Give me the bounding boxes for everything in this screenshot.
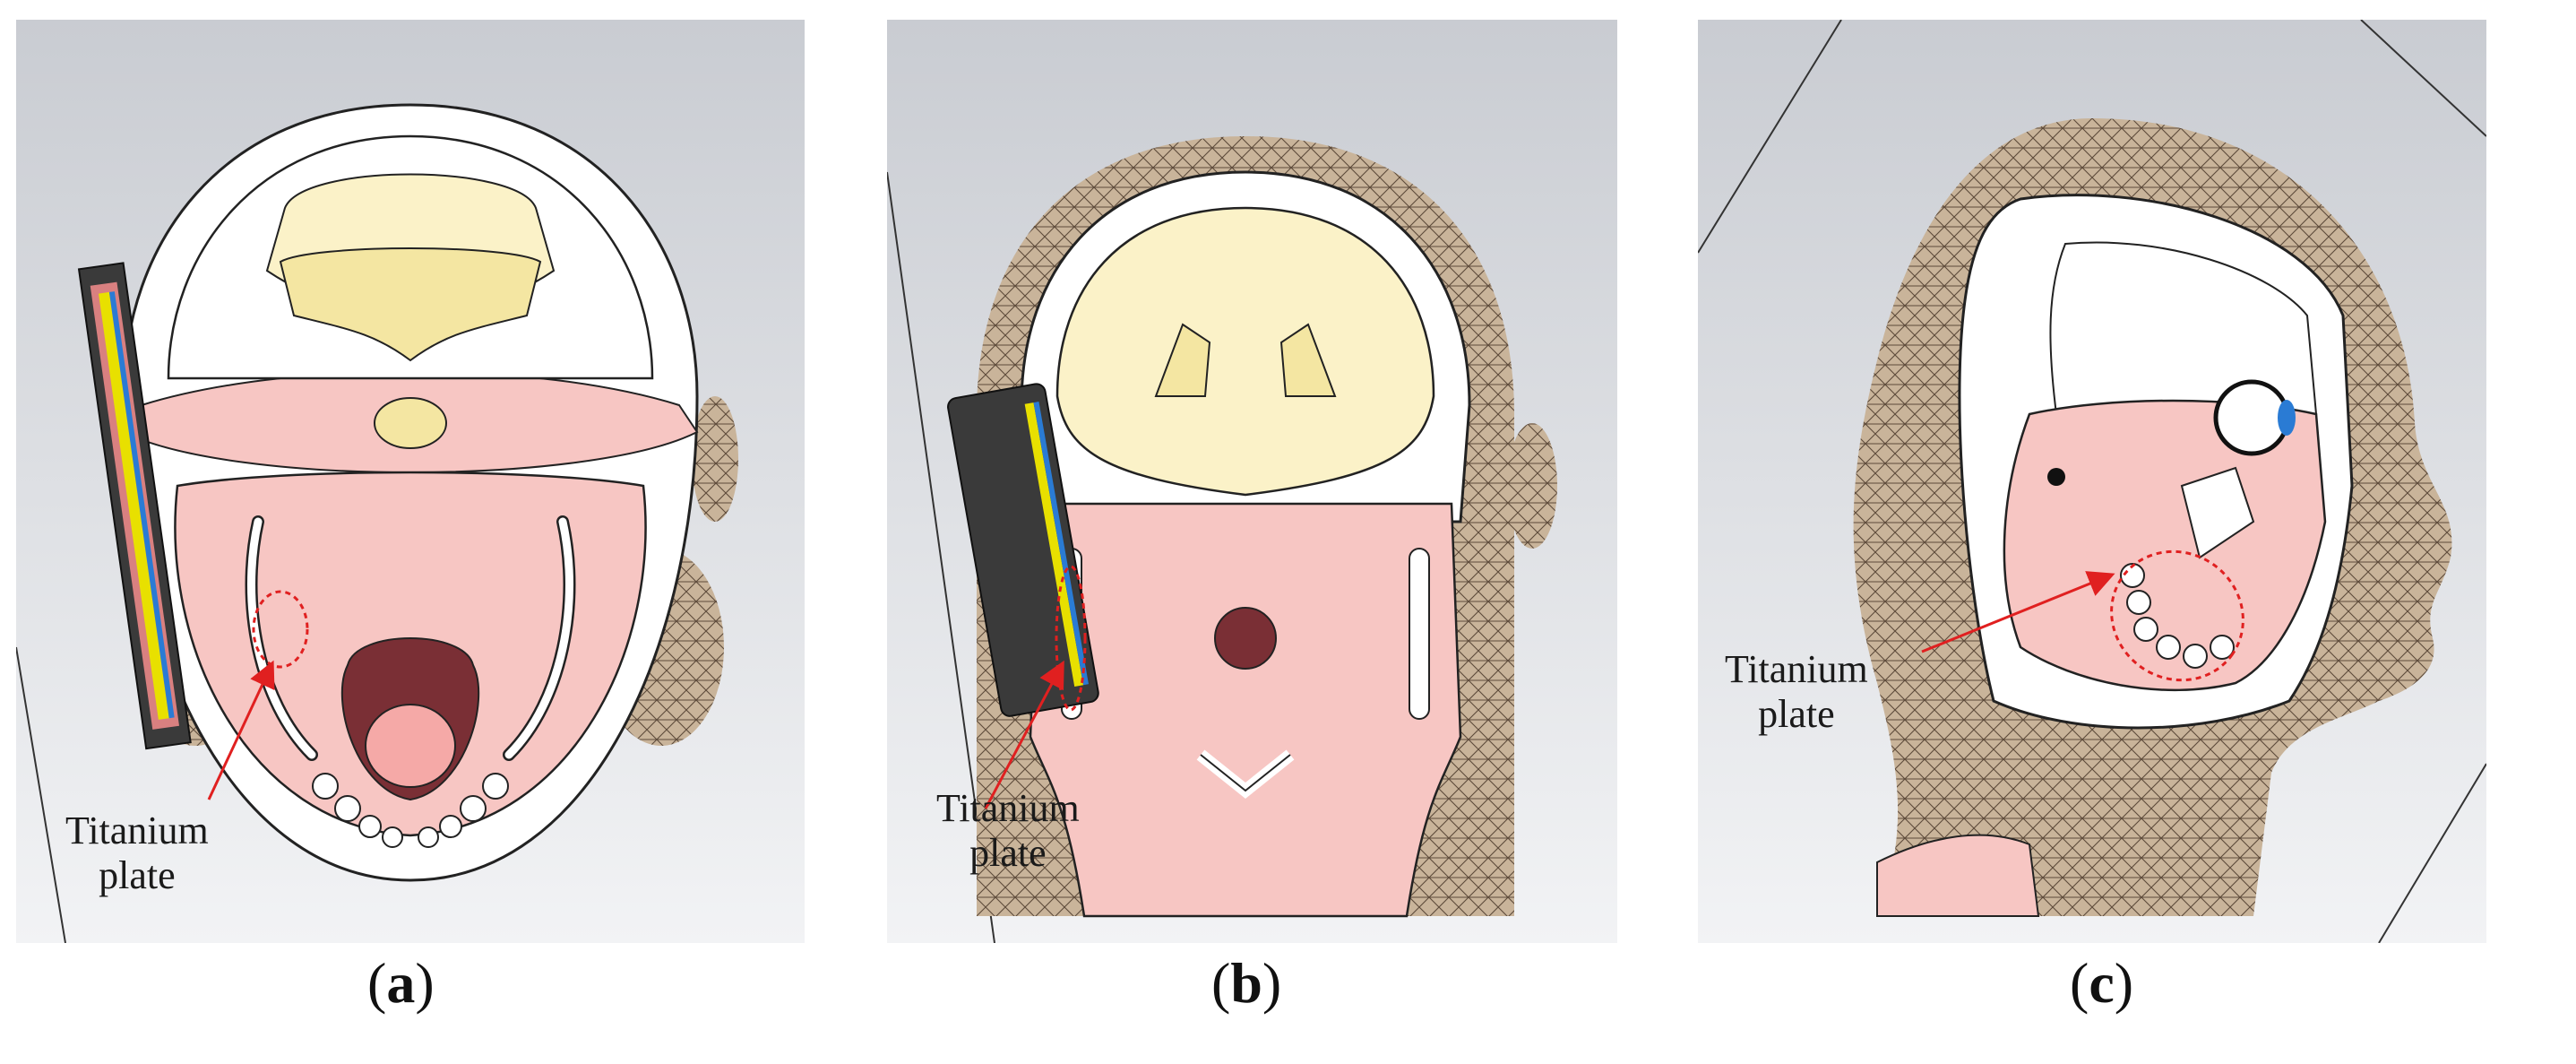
- caption-b: (b): [1211, 951, 1282, 1015]
- brain-ventricle: [279, 247, 542, 362]
- ventricle-left: [1154, 323, 1211, 397]
- mobile-phone: [77, 262, 192, 750]
- panel-a-illustration: [16, 20, 805, 943]
- titanium-plate-holes: [2120, 563, 2235, 669]
- panel-b-illustration: [887, 20, 1617, 943]
- mobile-phone: [947, 383, 1099, 717]
- titanium-plate-marker: [252, 590, 309, 669]
- ventricle-right: [1279, 323, 1337, 397]
- pointer-arrow: [984, 660, 1064, 809]
- brain: [1055, 206, 1435, 497]
- cornea: [2278, 400, 2296, 436]
- shoulder-tissue: [1876, 834, 2040, 917]
- facial-tissue: [2003, 399, 2327, 692]
- caption-a: (a): [367, 951, 435, 1015]
- panel-b-coronal-view: Titanium plate: [887, 20, 1617, 943]
- neck-tissue: [1029, 502, 1462, 918]
- titanium-plate-label: Titanium plate: [936, 786, 1080, 875]
- eye: [2213, 379, 2290, 456]
- oral-cavity: [365, 704, 456, 788]
- pointer-arrow: [1921, 571, 2115, 653]
- titanium-plate-marker: [1055, 565, 1087, 712]
- airway: [1214, 607, 1277, 670]
- mandible-right: [1409, 548, 1430, 720]
- panel-c-illustration: [1698, 20, 2486, 943]
- panel-a-axial-view: Titanium plate: [16, 20, 805, 943]
- brainstem: [374, 397, 447, 449]
- sinus: [2180, 466, 2255, 559]
- panel-c-sagittal-view: Titanium plate: [1698, 20, 2486, 943]
- pointer-arrow: [207, 660, 275, 800]
- cranial-cavity: [2049, 241, 2318, 415]
- titanium-plate-label: Titanium plate: [65, 809, 209, 897]
- ear-right: [692, 396, 738, 522]
- caption-c: (c): [2070, 951, 2134, 1015]
- ear-right: [1507, 423, 1557, 549]
- titanium-plate-marker: [2110, 549, 2244, 682]
- hyoid: [1200, 754, 1291, 792]
- ear-canal: [2047, 468, 2065, 486]
- mandible-right: [504, 517, 573, 759]
- titanium-plate-label: Titanium plate: [1725, 647, 1868, 736]
- teeth-row: [312, 773, 509, 848]
